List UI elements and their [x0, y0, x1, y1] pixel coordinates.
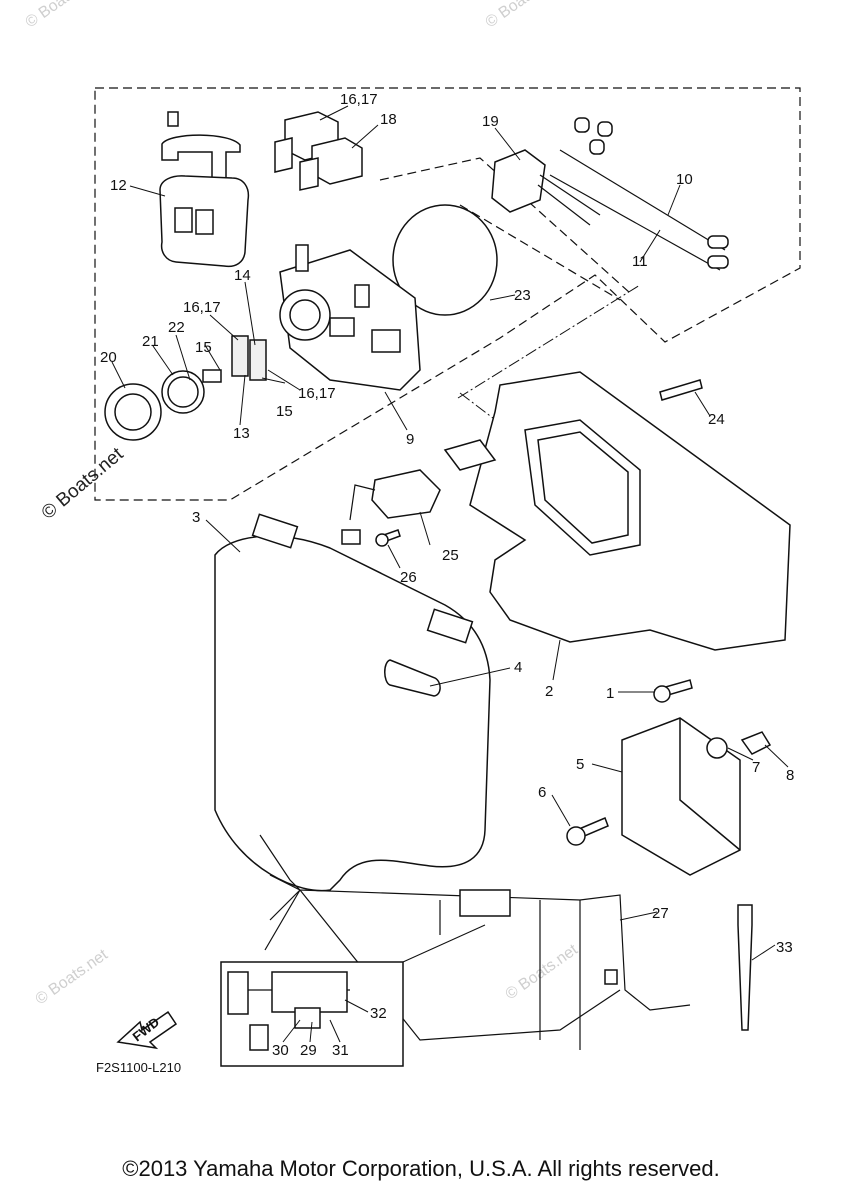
- callout-28: 27: [652, 905, 669, 922]
- part-5-ecu: [621, 717, 741, 876]
- callout-16-17-right: 16,17: [298, 385, 336, 402]
- copyright-notice: ©2013 Yamaha Motor Corporation, U.S.A. A…: [122, 1156, 720, 1181]
- callout-24: 23: [514, 287, 531, 304]
- callout-15-right: 15: [276, 403, 293, 420]
- callout-3: 3: [192, 509, 200, 526]
- callout-19: 18: [380, 111, 397, 128]
- callout-18: 16,17: [340, 91, 378, 108]
- callout-25: 24: [708, 411, 725, 428]
- leader-lines: [111, 105, 789, 1043]
- inset-box: [220, 924, 486, 1067]
- parts-13-17-clips: [202, 335, 267, 383]
- bolts: [375, 379, 772, 846]
- watermark-top-left: © Boats.net: [23, 0, 102, 31]
- part-33-cable-tie: [737, 904, 753, 1031]
- callout-20: 19: [482, 113, 499, 130]
- part-2-box-base: [443, 371, 791, 651]
- callout-22: 21: [142, 333, 159, 350]
- callout-1: 1: [606, 685, 614, 702]
- callout-31: 31: [332, 1042, 349, 1059]
- callout-6: 6: [538, 784, 546, 801]
- callout-12: 12: [110, 177, 127, 194]
- part-22-seal: [161, 370, 205, 414]
- callout-26: 25: [442, 547, 459, 564]
- part-19-relay: [299, 137, 363, 191]
- callout-15-left: 15: [195, 339, 212, 356]
- diagram-code: F2S1100-L210: [96, 1060, 181, 1075]
- watermark-left-edge: © Boats.net: [38, 443, 128, 524]
- watermark-bottom-mid: © Boats.net: [503, 941, 582, 1003]
- callout-4: 4: [514, 659, 522, 676]
- fwd-arrow[interactable]: FWD: [116, 1010, 178, 1050]
- callout-16-17-left: 16,17: [183, 299, 221, 316]
- callout-2: 2: [545, 683, 553, 700]
- callout-10: 10: [676, 171, 693, 188]
- callout-33: 33: [776, 939, 793, 956]
- part-20-sensor: [491, 117, 729, 271]
- watermark-bottom-left: © Boats.net: [33, 946, 112, 1008]
- part-9-throttle-body: [279, 244, 421, 391]
- callout-9: 9: [406, 431, 414, 448]
- part-26-sensor: [341, 469, 441, 545]
- part-24-gasket: [392, 204, 498, 316]
- callout-32: 32: [370, 1005, 387, 1022]
- callout-7: 7: [752, 759, 760, 776]
- callout-11: 11: [632, 253, 648, 270]
- callout-23: 22: [168, 319, 185, 336]
- parts-diagram: © Boats.net © Boats.net © Boats.net © Bo…: [23, 0, 801, 1075]
- callout-13: 13: [233, 425, 250, 442]
- callout-labels: 16,17 18 19 12 10 11 23 14 16,17 22 21 1…: [100, 91, 794, 1059]
- part-21-cap: [104, 383, 162, 441]
- callout-8: 8: [786, 767, 794, 784]
- callout-21: 20: [100, 349, 117, 366]
- callout-5: 5: [576, 756, 584, 773]
- callout-30: 30: [272, 1042, 289, 1059]
- part-12-cover: [159, 111, 250, 268]
- callout-27: 26: [400, 569, 417, 586]
- callout-14: 14: [234, 267, 251, 284]
- watermark-top-center: © Boats.net: [483, 0, 562, 31]
- callout-29: 29: [300, 1042, 317, 1059]
- part-3-cover: [214, 513, 491, 892]
